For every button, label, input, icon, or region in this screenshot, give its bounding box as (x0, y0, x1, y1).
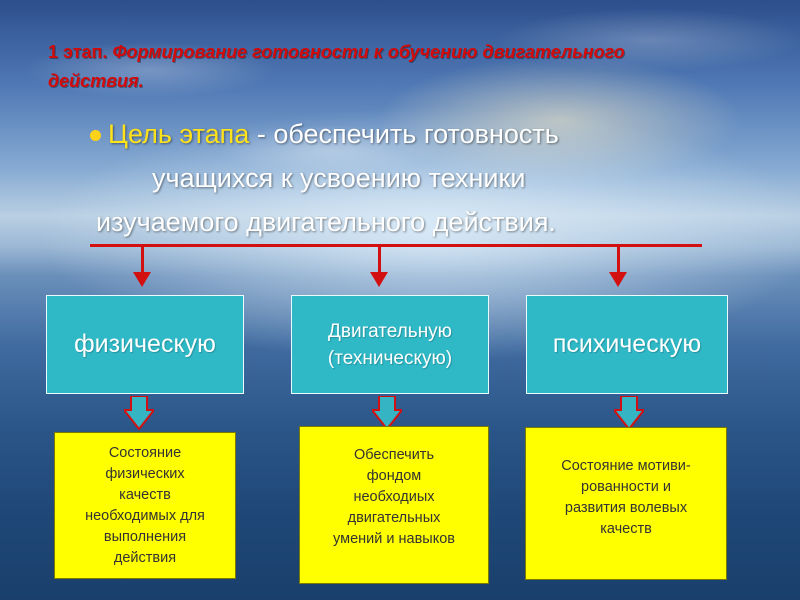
description-physical: Состояние физических качеств необходимых… (54, 432, 236, 579)
connector-drop-3 (617, 246, 620, 272)
box-technical-label-1: Двигательную (328, 320, 452, 342)
description-line: необходимых для (85, 507, 205, 524)
description-line: Состояние мотиви- (561, 458, 691, 474)
block-arrow-down-icon (372, 396, 402, 430)
arrow-down-icon (609, 272, 627, 287)
title-text: Формирование готовности к обучению двига… (48, 42, 625, 91)
box-psychological: психическую (526, 295, 728, 394)
block-arrow-down-icon (614, 396, 644, 430)
description-line: действия (113, 549, 177, 566)
description-line: фондом (366, 468, 422, 484)
sky-clouds (0, 0, 800, 260)
description-line: Состояние (108, 444, 182, 461)
slide-title: 1 этап. Формирование готовности к обучен… (48, 38, 688, 96)
block-arrow-down-icon (124, 396, 154, 430)
title-number: 1 этап. (48, 42, 108, 62)
box-physical-label: физическую (74, 330, 216, 358)
connector-line (90, 244, 702, 247)
description-line: качеств (119, 486, 171, 503)
bullet-dot-icon (90, 130, 101, 141)
description-line: необходиых (353, 489, 435, 505)
description-line: физических (105, 465, 185, 482)
box-technical-label-2: (техническую) (327, 347, 453, 369)
bullet-label: Цель этапа (108, 119, 250, 149)
arrow-down-icon (370, 272, 388, 287)
description-line: умений и навыков (333, 531, 455, 547)
connector-drop-1 (141, 246, 144, 272)
description-line: двигательных (347, 510, 441, 526)
connector-drop-2 (378, 246, 381, 272)
box-technical: Двигательную (техническую) (291, 295, 489, 394)
bullet-line-2: учащихся к усвоению техники (152, 163, 526, 193)
description-line: выполнения (103, 528, 187, 545)
bullet-line-3: изучаемого двигательного действия. (96, 207, 556, 237)
description-line: развития волевых (564, 500, 688, 516)
bullet-line-1-rest: - обеспечить готовность (249, 119, 559, 149)
box-physical: физическую (46, 295, 244, 394)
description-line: Обеспечить (353, 447, 435, 463)
bullet-line-1: Цель этапа - обеспечить готовность (108, 118, 559, 150)
description-line: качеств (600, 521, 652, 537)
description-psychological: Состояние мотиви- рованности и развития … (525, 427, 727, 580)
description-technical: Обеспечить фондом необходиых двигательны… (299, 426, 489, 584)
description-line: рованности и (581, 479, 671, 495)
arrow-down-icon (133, 272, 151, 287)
box-psychological-label: психическую (552, 330, 702, 358)
